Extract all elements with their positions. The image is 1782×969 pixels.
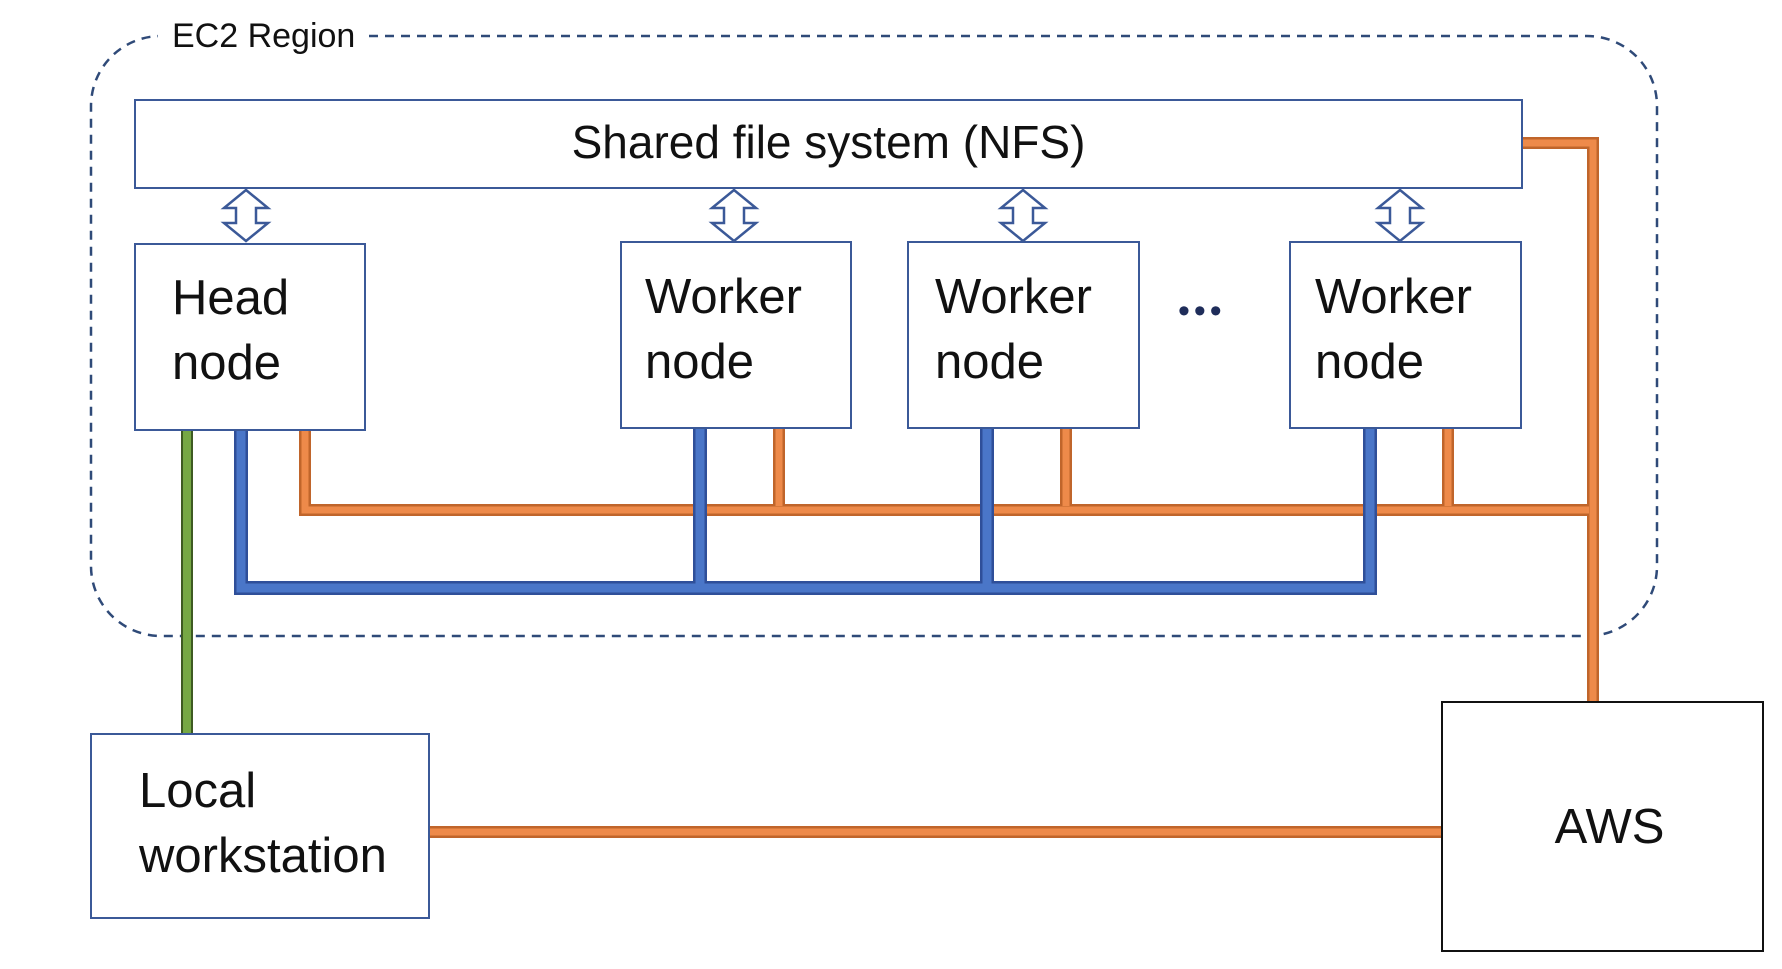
- nfs-label: Shared file system (NFS): [571, 116, 1086, 168]
- aws-label: AWS: [1554, 800, 1665, 854]
- nfs-arrow-head: [220, 188, 272, 243]
- worker-node-3-label-line2: node: [1315, 335, 1425, 389]
- head-node-label-line1: Head: [172, 271, 290, 325]
- worker-node-box-1: Worker node: [620, 241, 852, 429]
- ec2-region-label: EC2 Region: [158, 17, 370, 56]
- local-workstation-label-line1: Local: [139, 764, 257, 818]
- blue-network-fill: [236, 428, 1375, 593]
- worker-node-box-2: Worker node: [907, 241, 1140, 429]
- head-node-box: Head node: [134, 243, 366, 431]
- aws-box: AWS: [1441, 701, 1764, 952]
- local-workstation-box: Local workstation: [90, 733, 430, 919]
- ec2-region-boundary: [89, 34, 1659, 638]
- orange-network-fill: [301, 139, 1597, 836]
- more-workers-ellipsis: •••: [1178, 292, 1226, 330]
- nfs-arrow-worker-3: [1374, 188, 1426, 243]
- worker-node-1-label-line2: node: [645, 335, 755, 389]
- nfs-arrow-worker-2: [997, 188, 1049, 243]
- worker-node-2-label-line1: Worker: [935, 270, 1093, 324]
- worker-node-box-3: Worker node: [1289, 241, 1522, 429]
- head-node-label-line2: node: [172, 336, 282, 390]
- worker-node-3-label-line1: Worker: [1315, 270, 1473, 324]
- nfs-arrows: [220, 188, 1426, 243]
- worker-node-1-label-line1: Worker: [645, 270, 803, 324]
- nfs-arrow-worker-1: [708, 188, 760, 243]
- worker-node-2-label-line2: node: [935, 335, 1045, 389]
- nfs-box: Shared file system (NFS): [134, 99, 1523, 189]
- local-workstation-label-line2: workstation: [139, 829, 387, 883]
